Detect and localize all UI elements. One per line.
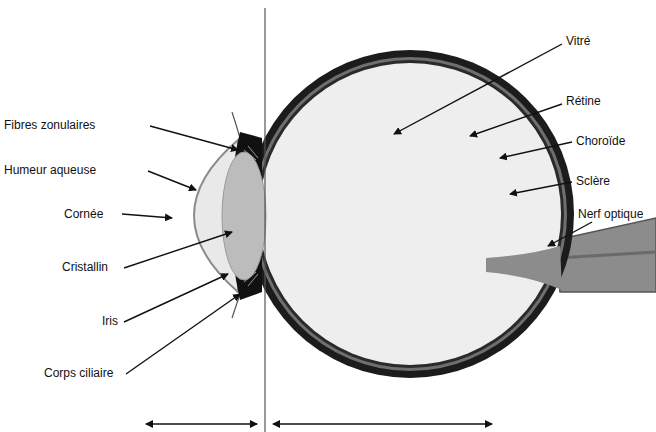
- part-label: Nerf optique: [578, 207, 643, 221]
- part-label: Rétine: [566, 94, 601, 108]
- divider-line: [264, 8, 265, 432]
- part-label: Choroïde: [576, 134, 625, 148]
- part-label: Sclère: [576, 174, 610, 188]
- segment-arrow: [146, 423, 257, 425]
- sclera: [246, 50, 574, 378]
- retina: [256, 60, 564, 368]
- part-label: Iris: [102, 314, 118, 328]
- part-label: Cristallin: [62, 260, 108, 274]
- leader-lines: [122, 44, 592, 374]
- vitreous: [259, 63, 561, 365]
- part-label: Vitré: [566, 34, 590, 48]
- part-label: Cornée: [64, 207, 103, 221]
- lens: [222, 152, 266, 280]
- part-label: Humeur aqueuse: [4, 163, 96, 177]
- segment-arrow: [273, 423, 492, 425]
- part-label: Fibres zonulaires: [4, 118, 95, 132]
- choroid: [253, 57, 567, 371]
- part-label: Corps ciliaire: [44, 366, 113, 380]
